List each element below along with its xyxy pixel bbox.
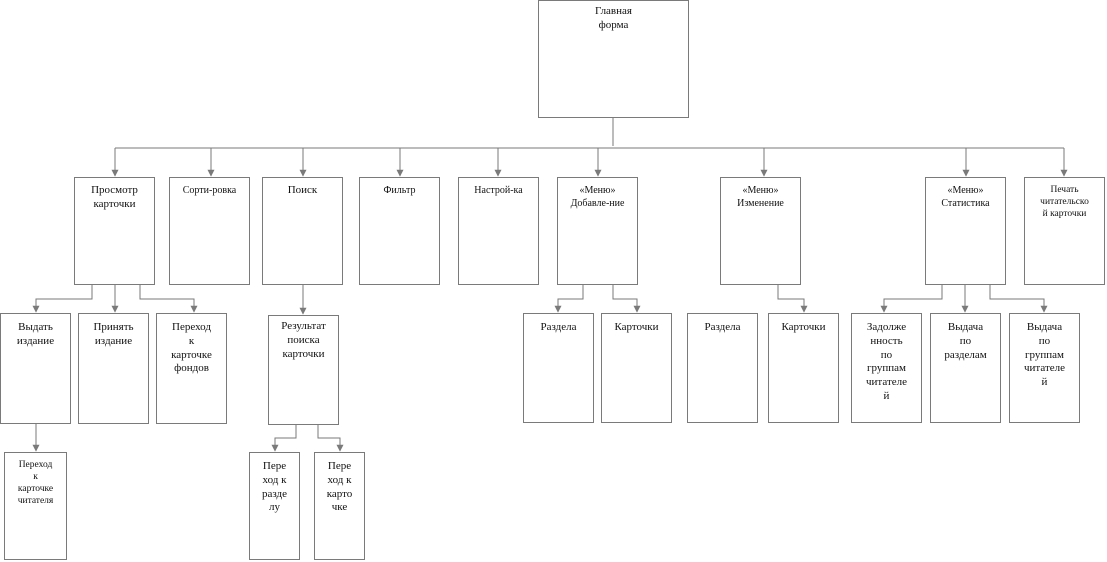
node-settings-label: Настрой-ка bbox=[474, 185, 523, 196]
node-add-cards-label: Карточки bbox=[614, 321, 659, 333]
node-search-label: Поиск bbox=[287, 184, 318, 196]
node-search-result-label: Результат поиска карточки bbox=[281, 320, 326, 360]
node-edit-cards-label: Карточки bbox=[781, 321, 826, 333]
node-edit-section: Раздела bbox=[687, 313, 758, 423]
node-view-card: Просмотр карточки bbox=[74, 177, 155, 285]
node-goto-reader-card-label: Переход к карточке читателя bbox=[17, 460, 54, 506]
node-accept: Принять издание bbox=[78, 313, 149, 424]
node-add-section-label: Раздела bbox=[540, 321, 577, 333]
node-print-reader-card: Печать читательско й карточки bbox=[1024, 177, 1105, 285]
node-issue-by-sections: Выдача по разделам bbox=[930, 313, 1001, 423]
node-view-card-label: Просмотр карточки bbox=[91, 184, 138, 210]
arrow-to-goto-card bbox=[317, 425, 344, 452]
node-menu-edit-label: «Меню» Изменение bbox=[737, 185, 784, 209]
node-edit-section-label: Раздела bbox=[704, 321, 741, 333]
node-print-reader-card-label: Печать читательско й карточки bbox=[1040, 185, 1089, 219]
node-goto-fund-card-label: Переход к карточке фондов bbox=[171, 321, 212, 375]
node-goto-reader-card: Переход к карточке читателя bbox=[4, 452, 67, 560]
node-goto-section-label: Пере ход к разде лу bbox=[261, 460, 287, 514]
node-menu-add: «Меню» Добавле-ние bbox=[557, 177, 638, 285]
node-accept-label: Принять издание bbox=[93, 321, 134, 347]
arrow-to-debt-by-groups bbox=[880, 285, 943, 313]
node-debt-by-groups: Задолже нность по группам читателе й bbox=[851, 313, 922, 423]
node-filter-label: Фильтр bbox=[383, 185, 416, 196]
node-issue-by-sections-label: Выдача по разделам bbox=[944, 321, 987, 361]
node-issue: Выдать издание bbox=[0, 313, 71, 424]
arrow-to-issue bbox=[32, 285, 93, 313]
node-debt-by-groups-label: Задолже нность по группам читателе й bbox=[865, 321, 908, 402]
node-goto-card-label: Пере ход к карто чке bbox=[326, 460, 353, 514]
node-filter: Фильтр bbox=[359, 177, 440, 285]
node-sorting: Сорти-ровка bbox=[169, 177, 250, 285]
node-issue-label: Выдать издание bbox=[16, 321, 55, 347]
node-goto-fund-card: Переход к карточке фондов bbox=[156, 313, 227, 424]
arrow-to-issue-by-groups bbox=[989, 285, 1048, 313]
node-search-result: Результат поиска карточки bbox=[268, 315, 339, 425]
node-edit-cards: Карточки bbox=[768, 313, 839, 423]
node-settings: Настрой-ка bbox=[458, 177, 539, 285]
arrow-to-add-cards bbox=[612, 285, 641, 313]
node-main-form: Главная форма bbox=[538, 0, 689, 118]
arrow-to-goto-fund-card bbox=[139, 285, 198, 313]
node-menu-stats-label: «Меню» Статистика bbox=[941, 185, 990, 209]
node-search: Поиск bbox=[262, 177, 343, 285]
node-add-section: Раздела bbox=[523, 313, 594, 423]
node-main-form-label: Главная форма bbox=[595, 5, 632, 31]
node-goto-section: Пере ход к разде лу bbox=[249, 452, 300, 560]
node-goto-card: Пере ход к карто чке bbox=[314, 452, 365, 560]
node-sorting-label: Сорти-ровка bbox=[182, 185, 237, 196]
arrow-to-edit-cards bbox=[777, 285, 808, 313]
arrow-to-goto-section bbox=[271, 425, 297, 452]
node-menu-add-label: «Меню» Добавле-ние bbox=[570, 185, 625, 209]
node-add-cards: Карточки bbox=[601, 313, 672, 423]
node-issue-by-groups: Выдача по группам читателе й bbox=[1009, 313, 1080, 423]
node-menu-stats: «Меню» Статистика bbox=[925, 177, 1006, 285]
node-menu-edit: «Меню» Изменение bbox=[720, 177, 801, 285]
arrow-to-add-section bbox=[554, 285, 584, 313]
node-issue-by-groups-label: Выдача по группам читателе й bbox=[1023, 321, 1066, 388]
